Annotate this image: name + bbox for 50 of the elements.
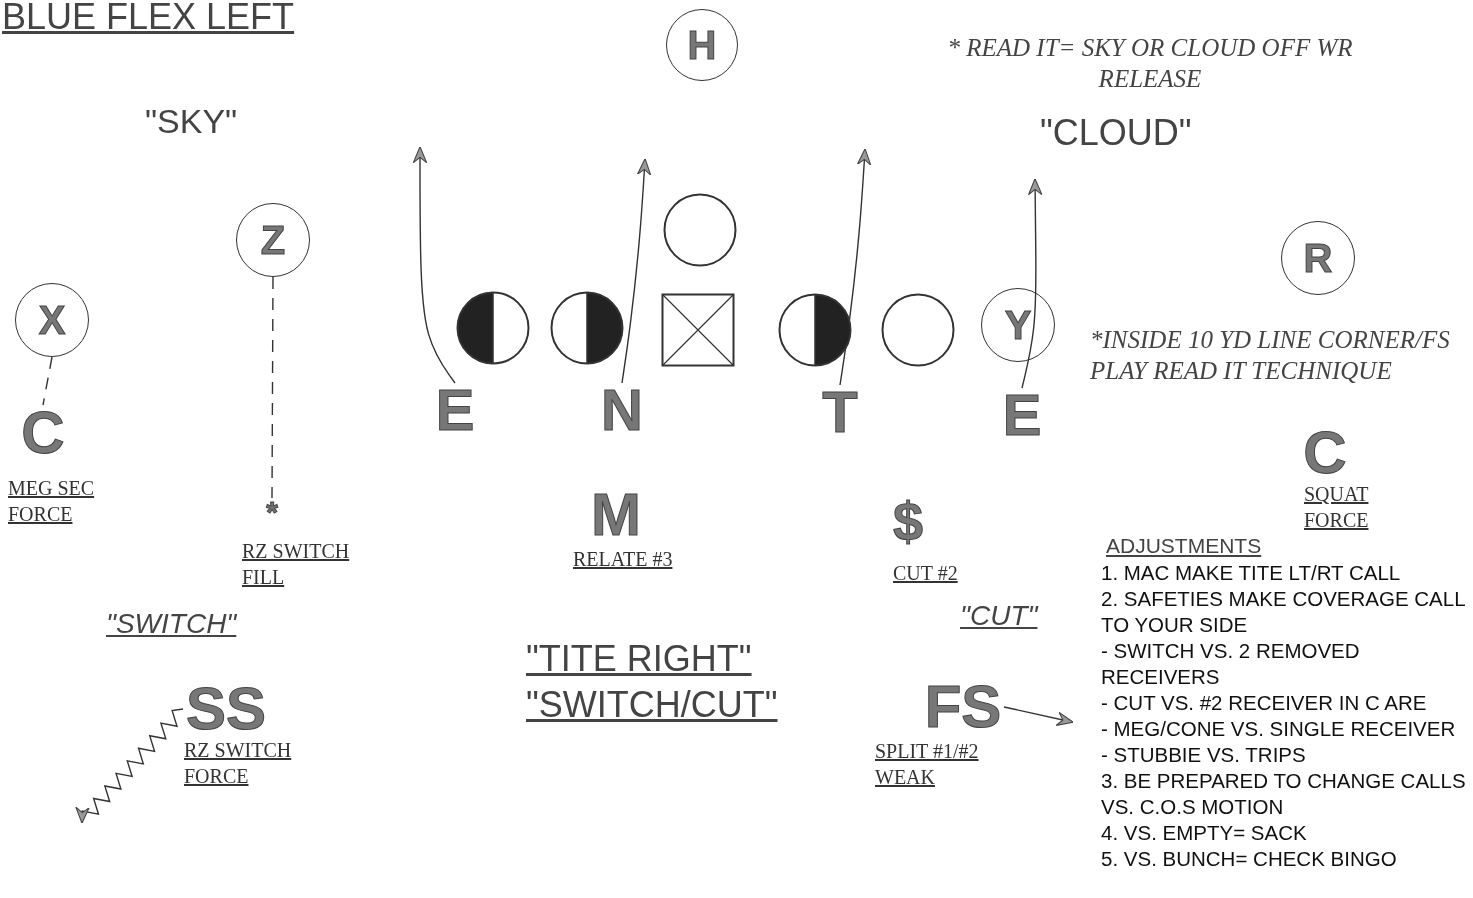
player-letter: T [822, 383, 858, 441]
player-letter: Y [1004, 305, 1032, 345]
list-item: 4. VS. EMPTY= SACK [1101, 820, 1308, 846]
player-letter: M [591, 485, 641, 545]
list-item: - CUT VS. #2 RECEIVER IN C ARE [1101, 690, 1428, 716]
position-note: SQUAT FORCE [1304, 482, 1370, 533]
position-note: MEG SEC FORCE [8, 476, 96, 527]
position-note: SPLIT #1/#2 WEAK [875, 739, 980, 790]
call-name: "SWITCH" [106, 607, 238, 641]
player-letter: Z [260, 220, 286, 260]
position-note: RZ SWITCH FORCE [184, 738, 293, 789]
note-text: *INSIDE 10 YD LINE CORNER/FS PLAY READ IT TECHNIQUE [1090, 325, 1451, 387]
player-letter: E [435, 381, 475, 439]
route-arrow [75, 708, 184, 824]
route-arrow [621, 158, 652, 384]
title: BLUE FLEX LEFT [2, 0, 295, 38]
list-item: - STUBBIE VS. TRIPS [1101, 742, 1307, 768]
route-arrow [1003, 706, 1074, 726]
call-name: "SWITCH/CUT" [526, 683, 779, 727]
position-note: CUT #2 [893, 561, 959, 586]
player-letter: $ [892, 494, 923, 548]
list-item: 1. MAC MAKE TITE LT/RT CALL [1101, 560, 1402, 586]
list-heading: ADJUSTMENTS [1106, 533, 1263, 559]
call-name: "TITE RIGHT" [526, 637, 753, 681]
player-letter: SS [185, 679, 266, 739]
list-item: 5. VS. BUNCH= CHECK BINGO [1101, 846, 1398, 872]
route-arrow [1021, 178, 1043, 389]
player-letter: X [38, 300, 66, 340]
player-letter: R [1303, 238, 1333, 278]
player-letter: N [601, 381, 643, 439]
player-letter: C [1303, 423, 1347, 483]
list-item: - SWITCH VS. 2 REMOVED RECEIVERS [1101, 638, 1361, 690]
route-arrow [412, 146, 456, 384]
player-letter: * [266, 497, 278, 527]
note-text: * READ IT= SKY OR CLOUD OFF WR RELEASE [946, 33, 1354, 95]
position-note: RELATE #3 [573, 547, 674, 572]
route-arrow [839, 148, 872, 386]
call-name: "CUT" [960, 599, 1040, 633]
player-letter: FS [924, 677, 1002, 737]
dashed-line [42, 356, 53, 406]
call-name: "SKY" [145, 101, 239, 142]
player-letter: C [21, 403, 65, 463]
player-letter: E [1002, 386, 1042, 444]
player-letter: H [687, 25, 717, 65]
dashed-line [271, 276, 274, 499]
position-note: RZ SWITCH FILL [242, 539, 351, 590]
call-name: "CLOUD" [1040, 111, 1193, 155]
list-item: 3. BE PREPARED TO CHANGE CALLS VS. C.O.S MOTION [1101, 768, 1467, 820]
list-item: 2. SAFETIES MAKE COVERAGE CALL TO YOUR SIDE [1101, 586, 1466, 638]
list-item: - MEG/CONE VS. SINGLE RECEIVER [1101, 716, 1457, 742]
